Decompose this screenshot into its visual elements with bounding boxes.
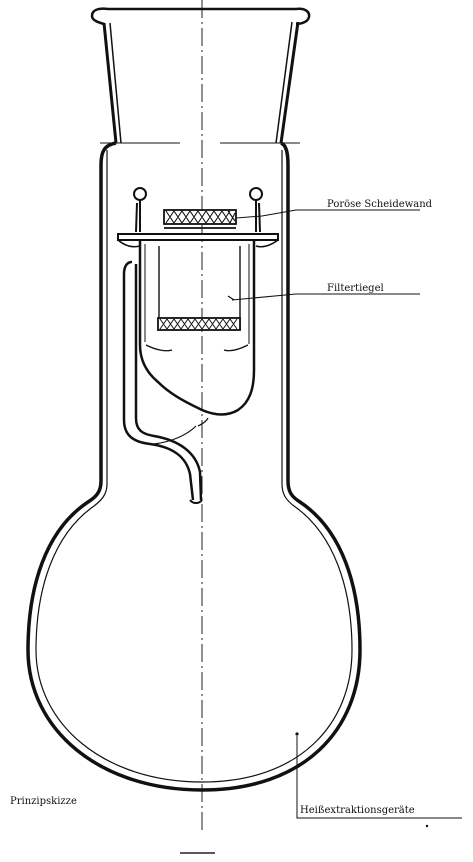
label-filter-crucible: Filtertiegel bbox=[327, 283, 384, 294]
speck-mark bbox=[425, 824, 429, 828]
leader-filter-crucible bbox=[231, 293, 420, 301]
leader-porous-wall bbox=[235, 209, 420, 219]
hook-left bbox=[133, 187, 147, 233]
hook-right bbox=[249, 187, 263, 233]
porous-wall-disk bbox=[163, 209, 237, 229]
filter-crucible bbox=[138, 240, 256, 416]
leader-lines bbox=[231, 209, 462, 819]
label-porous-wall: Poröse Scheidewand bbox=[327, 199, 433, 210]
label-sketch: Prinzipskizze bbox=[10, 796, 77, 807]
drain-tube bbox=[122, 260, 209, 504]
vessel-body bbox=[26, 141, 362, 792]
funnel-neck bbox=[90, 7, 311, 144]
leader-hot-extraction bbox=[296, 736, 462, 819]
label-hot-extraction: Heißextraktionsgeräte bbox=[300, 805, 415, 816]
flange-collar bbox=[117, 233, 279, 248]
speck-mark bbox=[295, 732, 299, 736]
